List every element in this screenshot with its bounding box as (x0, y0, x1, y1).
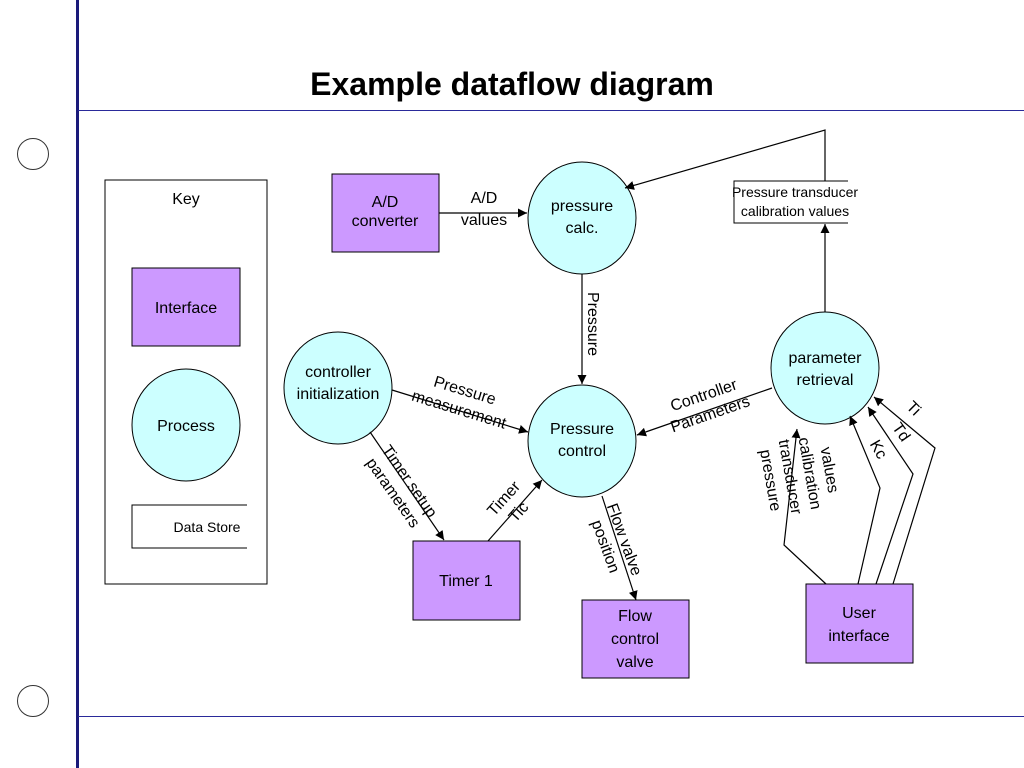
pressure-calc-circle (527, 161, 637, 275)
td-arrow (867, 406, 914, 585)
pressure-measurement-label: Pressuremeasurement (410, 369, 515, 433)
binder-hole-bottom (17, 685, 49, 717)
transducer-data-store (733, 180, 848, 224)
pressure-measurement-arrow (391, 389, 529, 434)
pressure-flow-label: Pressure (584, 292, 601, 356)
binder-hole-top (17, 138, 49, 170)
kc-label: Kc (866, 437, 890, 462)
ti-arrow (873, 396, 936, 585)
key-heading: Key (172, 191, 200, 208)
footer-rule (78, 716, 1024, 717)
key-panel: Key Interface Process Data Store (104, 179, 268, 585)
key-data-store-label: Data Store (174, 519, 241, 535)
timer1-box (412, 540, 521, 621)
calibration-values-label: pressuretransducercalibrationvalues (755, 431, 844, 519)
td-label: Td (888, 420, 913, 445)
user-interface-box (805, 583, 914, 664)
controller-parameters-label: ControllerParameters (662, 374, 752, 436)
calibration-values-arrow (783, 428, 827, 585)
key-data-store-symbol (131, 504, 247, 549)
timer-tic-arrow (487, 479, 543, 542)
kc-arrow (849, 415, 881, 585)
timer-tic-label: TimerTic (484, 478, 539, 533)
key-process-label: Process (157, 418, 215, 435)
pressure-control-circle (527, 384, 637, 498)
key-interface-label: Interface (155, 300, 217, 317)
controller-init-circle (283, 331, 393, 445)
flow-valve-position-label: Flow valveposition (584, 501, 645, 585)
flow-valve-position-arrow (601, 495, 638, 601)
store-to-pressure-calc-arrow (624, 129, 826, 190)
key-interface-box (131, 267, 241, 347)
key-process-circle (131, 368, 241, 482)
timer-setup-arrow (369, 431, 445, 541)
timer1-label: Timer 1 (439, 573, 493, 590)
header-rule (78, 110, 1024, 111)
flow-valve-box (581, 599, 690, 679)
parameter-retrieval-circle (770, 311, 880, 425)
timer-setup-label: Timer setupparameters (361, 442, 439, 532)
controller-parameters-arrow (636, 387, 773, 437)
margin-line (76, 0, 79, 768)
ti-label: Ti (903, 398, 924, 419)
page-title: Example dataflow diagram (310, 66, 714, 102)
